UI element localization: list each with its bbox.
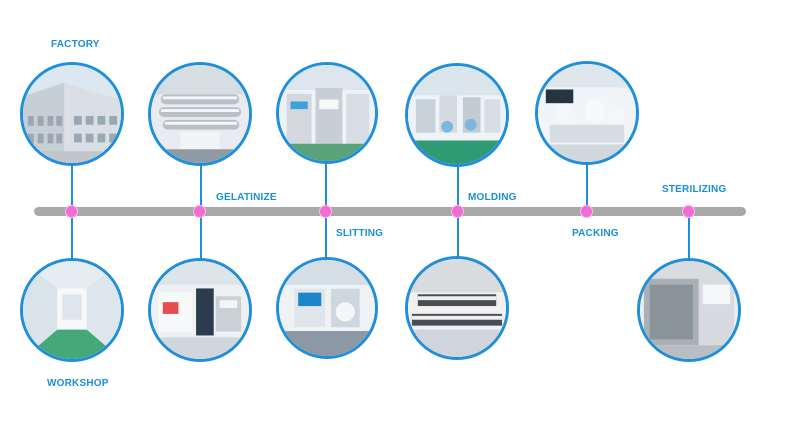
stem-gelatinize-bottom (200, 216, 202, 263)
slitting-line-photo (276, 62, 378, 164)
coating-machine-photo (148, 258, 252, 362)
milestone-dot-molding (451, 205, 464, 218)
milestone-dot-factory (65, 205, 78, 218)
stem-packing (586, 161, 588, 213)
label-molding: MOLDING (468, 192, 517, 203)
timeline-bar (34, 207, 746, 216)
stem-molding-top (457, 163, 459, 213)
gelatinize-machine-photo (148, 62, 252, 166)
stem-slitting-bottom (325, 216, 327, 263)
label-sterilizing: STERILIZING (662, 184, 727, 195)
label-gelatinize: GELATINIZE (216, 192, 277, 203)
stem-slitting-top (325, 160, 327, 212)
sterilizer-photo (637, 258, 741, 362)
milestone-dot-packing (580, 205, 593, 218)
molding-machine-photo (405, 256, 509, 360)
stem-factory (71, 162, 73, 212)
packing-room-photo (535, 61, 639, 165)
label-workshop: WORKSHOP (47, 378, 109, 389)
stem-sterilizing (688, 216, 690, 263)
molding-line-photo (405, 63, 509, 167)
factory-building-photo (20, 62, 124, 166)
milestone-dot-slitting (319, 205, 332, 218)
label-slitting: SLITTING (336, 228, 384, 239)
slitting-machine-photo (276, 257, 378, 359)
stem-molding-bottom (457, 216, 459, 263)
milestone-dot-gelatinize (193, 205, 206, 218)
stem-workshop (71, 216, 73, 263)
milestone-dot-sterilizing (682, 205, 695, 218)
label-packing: PACKING (572, 228, 619, 239)
label-factory: FACTORY (51, 39, 100, 50)
clean-workshop-photo (20, 258, 124, 362)
stem-gelatinize-top (200, 161, 202, 213)
